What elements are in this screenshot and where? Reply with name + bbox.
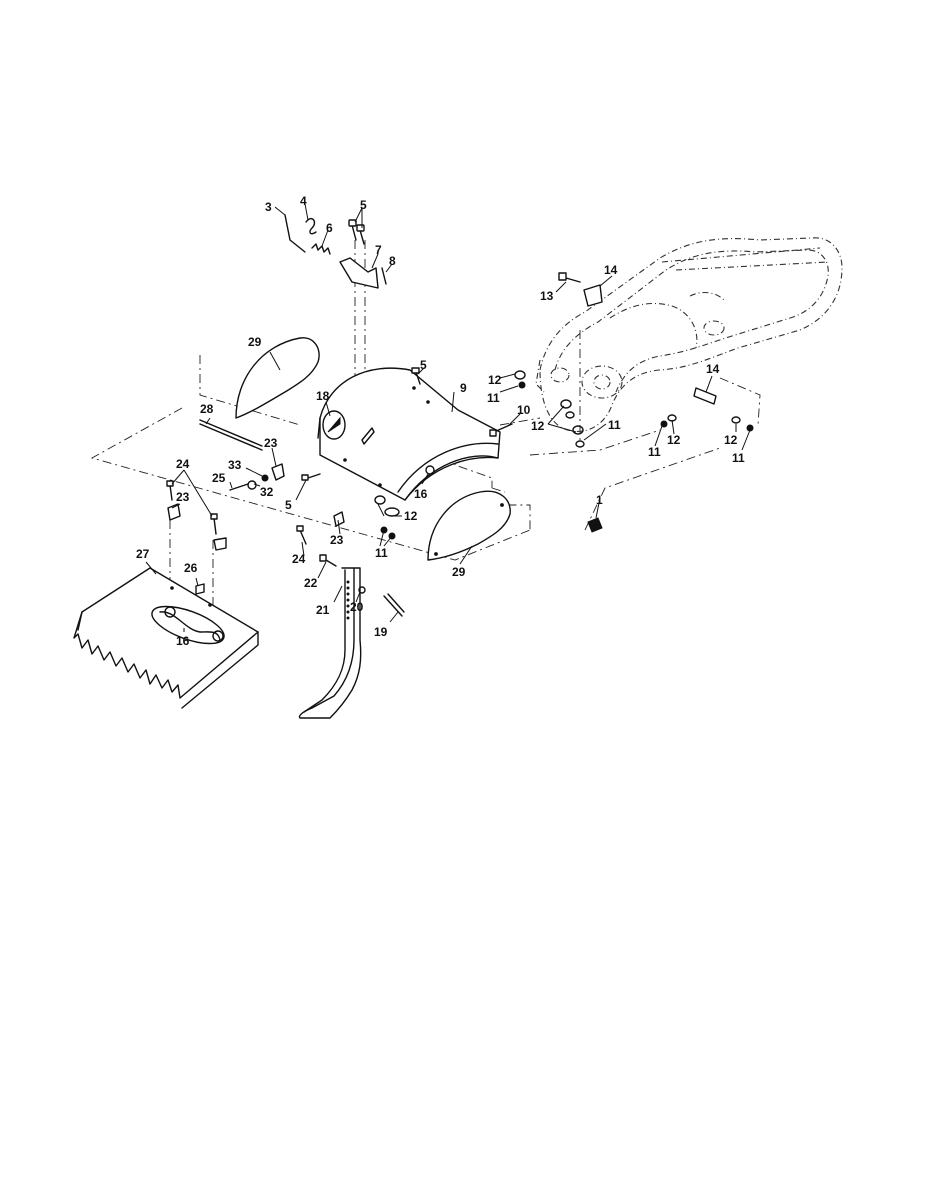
- callout-labels: 1 3 4 5 5 5 6 7 8 9 10 11 11 11 11 11 11…: [136, 194, 745, 648]
- callout-7: 7: [375, 243, 382, 257]
- callout-25: 25: [212, 471, 226, 485]
- callout-12-a: 12: [488, 373, 502, 387]
- callout-8: 8: [389, 254, 396, 268]
- hardware: [166, 214, 754, 617]
- callout-28: 28: [200, 402, 214, 416]
- callout-3: 3: [265, 200, 272, 214]
- callout-33: 33: [228, 458, 242, 472]
- callout-21: 21: [316, 603, 330, 617]
- callout-24-a: 24: [176, 457, 190, 471]
- callout-23-b: 23: [176, 490, 190, 504]
- callout-11-e: 11: [375, 546, 388, 560]
- transmission-housing-phantom: [535, 237, 843, 432]
- side-shield-right: [427, 490, 511, 561]
- callout-12-c: 12: [667, 433, 681, 447]
- callout-13: 13: [540, 289, 554, 303]
- leader-lines: [145, 203, 751, 632]
- callout-11-b: 11: [608, 418, 621, 432]
- depth-bar-holes: [346, 580, 350, 620]
- callout-12-e: 12: [404, 509, 418, 523]
- callout-12-d: 12: [724, 433, 738, 447]
- callout-20: 20: [350, 600, 364, 614]
- callout-16-b: 16: [176, 634, 190, 648]
- callout-23-a: 23: [264, 436, 278, 450]
- callout-11-d: 11: [732, 451, 745, 465]
- tine-shield: [317, 367, 501, 501]
- callout-18: 18: [316, 389, 330, 403]
- side-shield-left: [235, 337, 320, 419]
- callout-23-c: 23: [330, 533, 344, 547]
- callout-32: 32: [260, 485, 274, 499]
- callout-29-b: 29: [452, 565, 466, 579]
- callout-5-shield: 5: [420, 358, 427, 372]
- tine-flap: [73, 567, 259, 709]
- callout-6: 6: [326, 221, 333, 235]
- callout-22: 22: [304, 576, 318, 590]
- callout-14-a: 14: [604, 263, 618, 277]
- callout-12-b: 12: [531, 419, 545, 433]
- depth-bar: [298, 567, 362, 719]
- callout-24-b: 24: [292, 552, 306, 566]
- callout-19: 19: [374, 625, 388, 639]
- callout-14-b: 14: [706, 362, 720, 376]
- callout-11-c: 11: [648, 445, 661, 459]
- callout-27: 27: [136, 547, 150, 561]
- callout-11-a: 11: [487, 391, 500, 405]
- callout-5-top: 5: [360, 198, 367, 212]
- callout-26: 26: [184, 561, 198, 575]
- callout-4: 4: [300, 194, 307, 208]
- callout-1: 1: [596, 493, 603, 507]
- callout-9: 9: [460, 381, 467, 395]
- callout-5-left: 5: [285, 498, 292, 512]
- callout-16-a: 16: [414, 487, 428, 501]
- callout-10: 10: [517, 403, 531, 417]
- callout-29-a: 29: [248, 335, 262, 349]
